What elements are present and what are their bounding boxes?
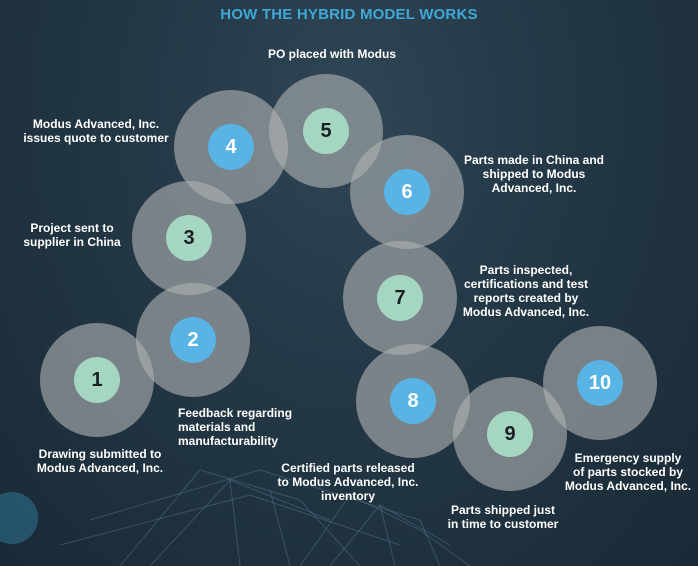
step-4-number: 4 bbox=[208, 124, 254, 170]
step-10-label: Emergency supply of parts stocked by Mod… bbox=[564, 451, 692, 493]
step-9-number: 9 bbox=[487, 411, 533, 457]
step-1-number: 1 bbox=[74, 357, 120, 403]
step-8-number: 8 bbox=[390, 378, 436, 424]
step-2-number: 2 bbox=[170, 317, 216, 363]
step-7-number: 7 bbox=[377, 275, 423, 321]
step-2-label: Feedback regarding materials and manufac… bbox=[178, 406, 293, 448]
step-4-label: Modus Advanced, Inc. issues quote to cus… bbox=[23, 117, 169, 145]
step-7-label: Parts inspected, certifications and test… bbox=[462, 263, 590, 319]
step-3-label: Project sent to supplier in China bbox=[23, 221, 121, 249]
step-6-label: Parts made in China and shipped to Modus… bbox=[463, 153, 605, 195]
diagram-title: HOW THE HYBRID MODEL WORKS bbox=[220, 6, 478, 23]
step-5-label: PO placed with Modus bbox=[267, 47, 396, 61]
step-6-number: 6 bbox=[384, 169, 430, 215]
step-5-number: 5 bbox=[303, 108, 349, 154]
step-3-number: 3 bbox=[166, 215, 212, 261]
decorative-glow bbox=[0, 492, 38, 544]
step-9-label: Parts shipped just in time to customer bbox=[447, 503, 559, 531]
step-1-label: Drawing submitted to Modus Advanced, Inc… bbox=[36, 447, 164, 475]
step-10-number: 10 bbox=[577, 360, 623, 406]
step-8-label: Certified parts released to Modus Advanc… bbox=[277, 461, 419, 503]
